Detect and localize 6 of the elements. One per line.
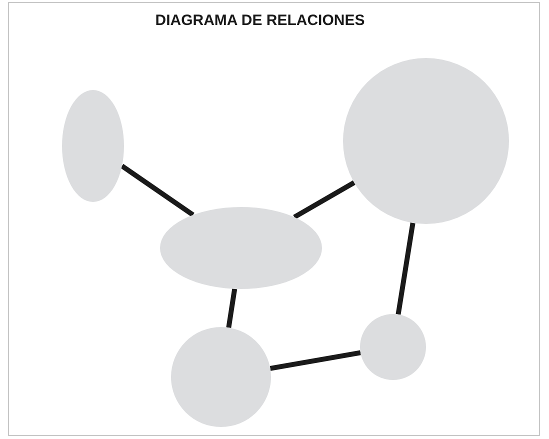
connector-line [270, 350, 361, 371]
connector-line [293, 180, 356, 220]
diagram-title: DIAGRAMA DE RELACIONES [154, 12, 366, 29]
connector-line [396, 222, 416, 315]
connector-line [226, 288, 238, 328]
connector-line [120, 164, 194, 218]
